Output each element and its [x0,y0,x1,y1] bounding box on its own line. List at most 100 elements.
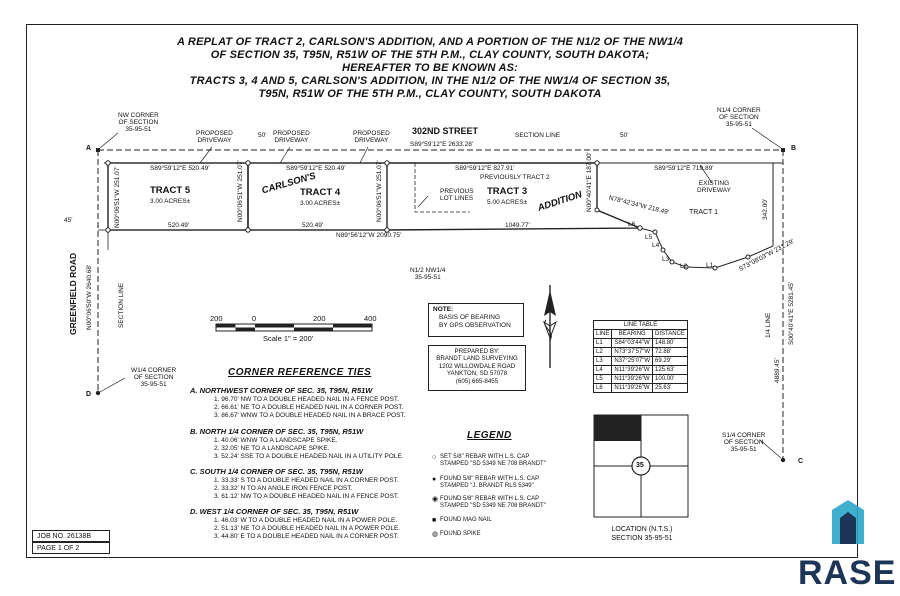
dim-50-label: 50' [258,132,267,139]
found-rebar-cap-icon: ◉ [432,496,439,503]
bearing-label: 520.49' [168,222,190,229]
legend-item: ● FOUND 5/8" REBAR WITH L.S. CAP STAMPED… [432,476,540,490]
table-cell: L5 [592,374,613,384]
table-cell: 125.63' [652,365,688,375]
location-line: SECTION 35-95-51 [611,535,673,542]
prepared-line: BRANDT LAND SURVEYING [436,355,518,363]
tract-name: TRACT 3 [487,186,528,197]
n14-corner-line: 35-95-51 [725,121,752,128]
legend-line: STAMPED "SD 5349 NE 708 BRANDT" [440,461,546,467]
bearing-label: S89°59'12"E 520.49' [286,165,346,172]
table-row: L5 N11°39'26"W 100.00' [592,374,688,384]
table-cell: 69.29' [652,356,688,366]
previous-lot-line: LOT LINES [440,195,474,202]
n14-corner-line: N1/4 CORNER [717,107,761,114]
tie-item: 3. 86.67' WNW TO A DOUBLE HEADED NAIL IN… [214,412,406,419]
section-number: 35 [636,462,644,469]
tie-item: 1. 96.70' NW TO A DOUBLE HEADED NAIL IN … [214,396,399,403]
legend-item: ○ SET 5/8" REBAR WITH L.S. CAP STAMPED "… [432,454,546,468]
legend-line: FOUND 5/8" REBAR WITH L.S. CAP [440,476,540,482]
s14-corner-line: 35-95-51 [730,446,757,453]
w14-corner-line: W1/4 CORNER [131,367,177,374]
bearing-label: S89°59'12"E 719.89' [654,165,714,172]
basis-of-bearing-note: NOTE: BASIS OF BEARING BY GPS OBSERVATIO… [428,303,524,337]
tie-item: 1. 33.33' S TO A DOUBLE HEADED NAIL IN A… [214,477,399,484]
table-row: L4 N11°39'26"W 125.63' [592,365,688,375]
legend-line: FOUND MAG NAIL [440,517,492,523]
legend-line: FOUND 5/8" REBAR WITH L.S. CAP [440,496,540,502]
tie-heading: C. SOUTH 1/4 CORNER OF SEC. 35, T95N, R5… [190,467,363,476]
tie-heading: B. NORTH 1/4 CORNER OF SEC. 35, T95N, R5… [190,427,364,436]
bearing-label: 4889.45' [774,358,781,383]
tie-group-c: C. SOUTH 1/4 CORNER OF SEC. 35, T95N, R5… [190,467,399,501]
scale-tick: 200 [210,314,223,323]
table-cell: N11°39'26"W [611,383,654,393]
scale-tick: 400 [364,314,377,323]
s14-corner-line: S1/4 CORNER [722,432,766,439]
corner-b-label: B [791,145,797,152]
section-line-label: SECTION LINE [515,132,561,139]
prepared-line: 1202 WILLOWDALE ROAD [438,362,516,370]
legend-line: STAMPED "J. BRANDT RLS 5349" [440,483,534,489]
line-label: L6 [628,221,636,228]
table-cell: N11°39'26"W [611,374,654,384]
section-line-label: SECTION LINE [118,282,125,328]
nw-corner-line: NW CORNER [118,112,159,119]
street-name: 302ND STREET [412,126,479,136]
line-table-title: LINE TABLE [593,320,688,330]
bearing-label: 1049.77' [505,222,530,229]
table-cell: 148.80' [652,338,688,348]
legend-line: STAMPED "SD 5349 NE 708 BRANDT" [440,503,546,509]
table-row: L6 N11°39'26"W 25.63' [592,383,688,393]
legend-line: FOUND SPIKE [440,531,481,537]
legend-item: ◍ FOUND SPIKE [432,531,481,538]
tie-group-b: B. NORTH 1/4 CORNER OF SEC. 35, T95N, R5… [190,427,404,461]
proposed-driveway-2: PROPOSED DRIVEWAY [273,130,310,144]
driveway-line: EXISTING [698,180,730,187]
bearing-label: N89°56'12"W 2090.75' [336,232,402,239]
s14-corner-line: OF SECTION [723,439,764,446]
plat-sheet-border [26,24,858,558]
title-line: T95N, R51W OF THE 5TH P.M., CLAY COUNTY,… [258,88,602,100]
title-line: TRACTS 3, 4 AND 5, CARLSON'S ADDITION, I… [189,75,671,87]
table-cell: L3 [592,356,613,366]
tract-3-label: TRACT 3 5.00 ACRES± [487,186,527,208]
line-table-header: LINE [592,329,613,339]
corner-c-label: C [798,458,804,465]
table-cell: L6 [592,383,613,393]
dim-45-label: 45' [64,217,73,224]
greenfield-road-label: GREENFIELD ROAD [68,252,78,335]
tract-acres: 3.00 ACRES± [150,198,191,205]
table-cell: S84°03'44"W [611,338,654,348]
existing-driveway: EXISTING DRIVEWAY [697,180,731,194]
previous-lot-line: PREVIOUS [440,188,474,195]
proposed-driveway-3: PROPOSED DRIVEWAY [353,130,390,144]
scale-tick: 0 [252,314,257,323]
driveway-line: DRIVEWAY [197,137,232,144]
corner-ties-title: CORNER REFERENCE TIES [228,367,372,378]
driveway-line: DRIVEWAY [697,187,731,194]
table-cell: 72.88' [652,347,688,357]
tract-acres: 3.00 ACRES± [300,200,341,207]
previously-tract-2: PREVIOUSLY TRACT 2 [480,174,550,181]
w14-corner-line: 35-95-51 [140,381,167,388]
title-line: HEREAFTER TO BE KNOWN AS: [341,62,519,74]
corner-d-label: D [86,391,92,398]
table-cell: L2 [592,347,613,357]
n14-corner-line: OF SECTION [718,114,759,121]
bearing-label: N00°06'51"W 251.07' [114,166,121,228]
location-line: LOCATION (N.T.S.) [611,526,673,533]
tie-heading: D. WEST 1/4 CORNER OF SEC. 35, T95N, R51… [190,507,359,516]
tract-acres: 5.00 ACRES± [487,199,528,206]
scale-tick: 200 [313,314,326,323]
title-line: A REPLAT OF TRACT 2, CARLSON'S ADDITION,… [176,36,684,48]
n12-nw14-label: N1/2 NW1/4 35-95-51 [410,267,445,281]
street-bearing: S89°59'12"E 2633.28' [410,141,474,148]
prepared-line: (605) 665-8455 [455,377,499,385]
prepared-line: YANKTON, SD 57078 [446,370,508,378]
prepared-by-box: PREPARED BY: BRANDT LAND SURVEYING 1202 … [428,345,526,391]
bearing-label: 342.00' [762,198,769,220]
tie-item: 2. 51.13' NE TO A DOUBLE HEADED NAIL IN … [214,525,401,532]
tie-item: 2. 66.61' NE TO A DOUBLE HEADED NAIL IN … [214,404,404,411]
